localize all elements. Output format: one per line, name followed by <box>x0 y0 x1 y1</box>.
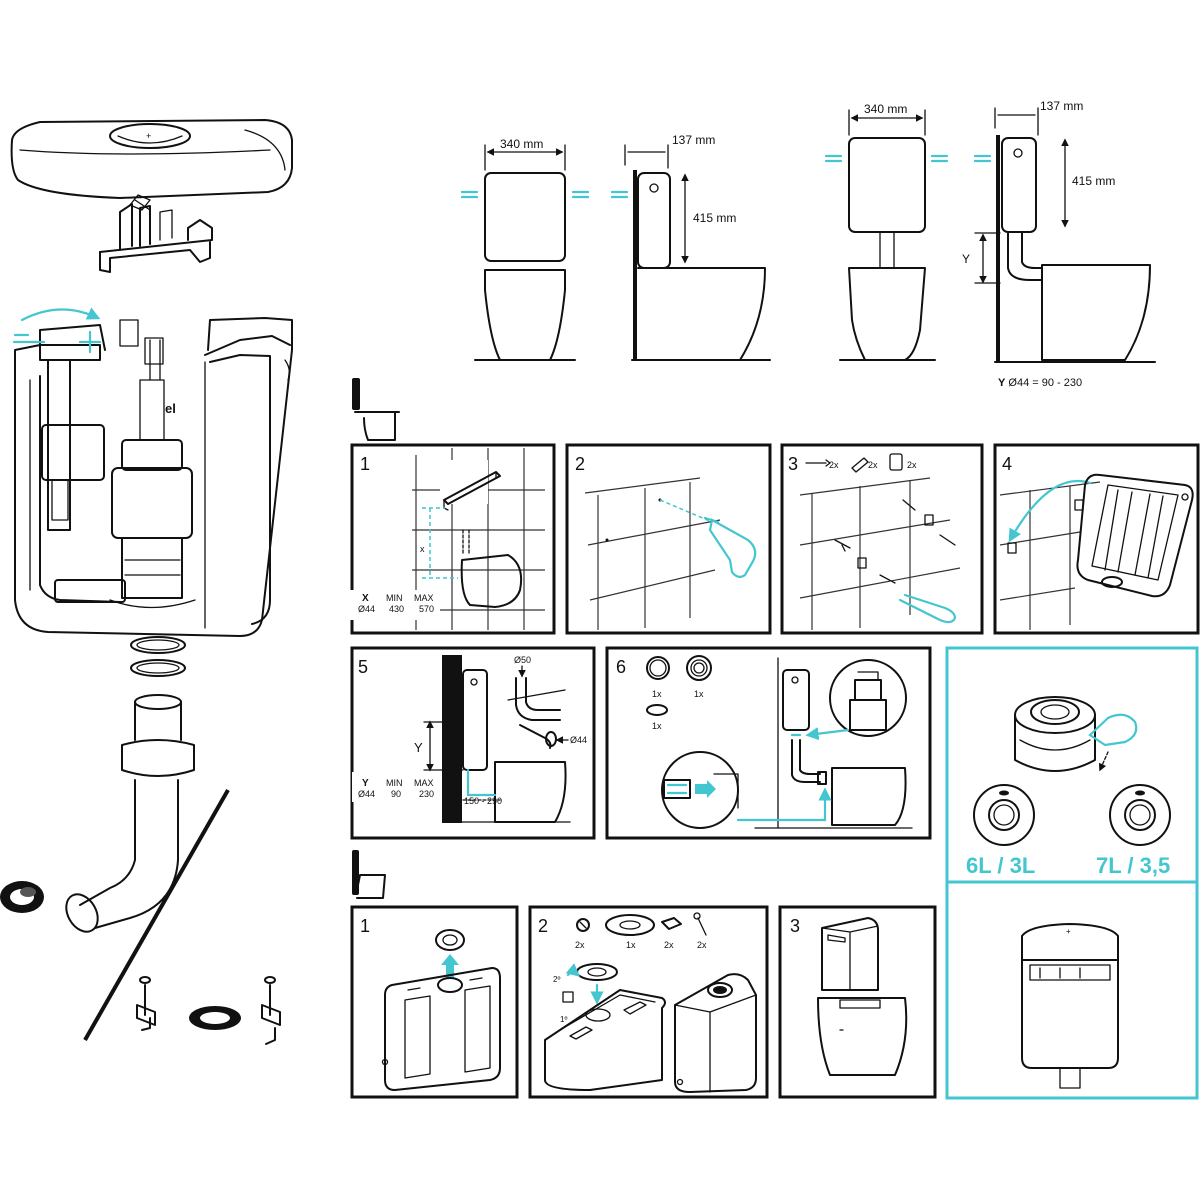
y-min-value: 90 <box>391 789 401 799</box>
step-number: 3 <box>790 916 800 936</box>
wall-step-1: 1 x X MIN MAX Ø44 430 570 <box>350 443 556 635</box>
mechanism-bracket <box>99 194 213 273</box>
step-number: 5 <box>358 657 368 677</box>
depth-dimension-a: 137 mm <box>672 133 715 147</box>
washer-qty: 1x <box>626 940 636 950</box>
y-header: Y <box>362 778 369 789</box>
volume-option-6l-3l: 6L / 3L <box>966 853 1035 878</box>
order-second: 2º <box>553 975 560 984</box>
step-number: 1 <box>360 454 370 474</box>
clip-qty: 2x <box>664 940 674 950</box>
wall-hung-side-view: 137 mm 415 mm Y <box>962 99 1156 363</box>
height-dimension-a: 415 mm <box>693 211 736 225</box>
close-coupled-side-view: 137 mm 415 mm <box>610 133 771 361</box>
rubber-cone <box>0 881 44 913</box>
flush-pipe <box>65 694 195 933</box>
volume-selection-panel: 6L / 3L 7L / 3,5 + <box>945 646 1199 1100</box>
x-max-value: 570 <box>419 604 434 614</box>
clip-icon <box>661 917 682 930</box>
volume-option-7l-35: 7L / 3,5 <box>1096 853 1170 878</box>
cistern-lid: + <box>10 119 293 199</box>
o-ring-qty: 1x <box>652 689 662 699</box>
floor-step-1: 1 <box>350 905 519 1099</box>
lid-button-icon: + <box>146 131 151 141</box>
step-number: 1 <box>360 916 370 936</box>
screw-qty: 2x <box>575 940 585 950</box>
x-dimension-letter: x <box>420 544 425 554</box>
rotate-arrow-icon <box>12 307 102 354</box>
flat-washer <box>189 1006 241 1030</box>
step-number: 4 <box>1002 454 1012 474</box>
y-diameter: Ø44 <box>358 789 375 799</box>
o-ring-icon <box>646 656 670 680</box>
flat-ring-icon <box>646 704 668 716</box>
range-value: 150 - 290 <box>464 796 502 806</box>
divider-line <box>83 789 230 1041</box>
floor-step-3: 3 <box>778 905 937 1099</box>
step-number: 2 <box>575 454 585 474</box>
y-dimension-letter: Y <box>414 740 423 755</box>
depth-dimension-b: 137 mm <box>1040 99 1083 113</box>
height-dimension-b: 415 mm <box>1072 174 1115 188</box>
screw-qty: 2x <box>829 460 839 470</box>
max-header: MAX <box>414 778 434 788</box>
bolt-qty: 2x <box>697 940 707 950</box>
bracket-icon <box>889 453 903 471</box>
exploded-view: + <box>0 119 293 1045</box>
pipe-diameter-top: Ø50 <box>514 655 531 665</box>
wall-step-4: 4 <box>993 443 1200 635</box>
x-diameter: Ø44 <box>358 604 375 614</box>
fixing-screws <box>136 976 281 1045</box>
close-coupled-front-view: 340 mm <box>460 137 590 361</box>
cistern-body: el <box>14 317 293 637</box>
step-number: 3 <box>788 454 798 474</box>
rubber-seal-icon <box>686 655 712 681</box>
x-header: X <box>362 593 369 604</box>
wall-plug-icon <box>851 457 869 473</box>
wall-hung-front-view: 340 mm <box>824 102 949 361</box>
cistern-button-icon: + <box>1066 927 1071 936</box>
bracket-qty: 2x <box>907 460 917 470</box>
y-dimension-label: Y <box>962 252 970 266</box>
pipe-diameter-side: Ø44 <box>570 735 587 745</box>
floor-step-2: 2 2x 1x 2x 2x 2º 1º <box>528 905 769 1099</box>
screw-head-icon <box>576 918 590 932</box>
wall-step-2: 2 <box>565 443 772 635</box>
floor-mount-section-icon <box>352 850 386 899</box>
exploded-brand-text: el <box>165 401 176 416</box>
dimension-drawings: 340 mm 137 mm 415 mm 340 m <box>460 99 1156 389</box>
width-dimension-b: 340 mm <box>864 102 907 116</box>
washer-icon <box>605 914 655 936</box>
x-min-value: 430 <box>389 604 404 614</box>
rubber-seal-qty: 1x <box>694 689 704 699</box>
seal-ring-2 <box>130 659 186 677</box>
wall-step-6: 6 1x 1x 1x <box>605 646 932 840</box>
order-first: 1º <box>560 1015 567 1024</box>
plug-qty: 2x <box>868 460 878 470</box>
min-header: MIN <box>386 593 403 603</box>
width-dimension-a: 340 mm <box>500 137 543 151</box>
wall-step-3: 3 2x 2x 2x <box>780 443 984 635</box>
seal-ring-1 <box>130 636 186 654</box>
screw-icon <box>805 459 831 467</box>
wall-mount-section-icon <box>352 378 400 441</box>
min-header: MIN <box>386 778 403 788</box>
wall-step-5: 5 Y 150 - 290 Ø50 Ø44 Y MIN MAX Ø44 90 2… <box>350 646 596 840</box>
bolt-icon <box>697 917 707 936</box>
y-max-value: 230 <box>419 789 434 799</box>
step-number: 6 <box>616 657 626 677</box>
flat-ring-qty: 1x <box>652 721 662 731</box>
step-number: 2 <box>538 916 548 936</box>
max-header: MAX <box>414 593 434 603</box>
y-range-note: Y Ø44 = 90 - 230 <box>998 377 1082 389</box>
